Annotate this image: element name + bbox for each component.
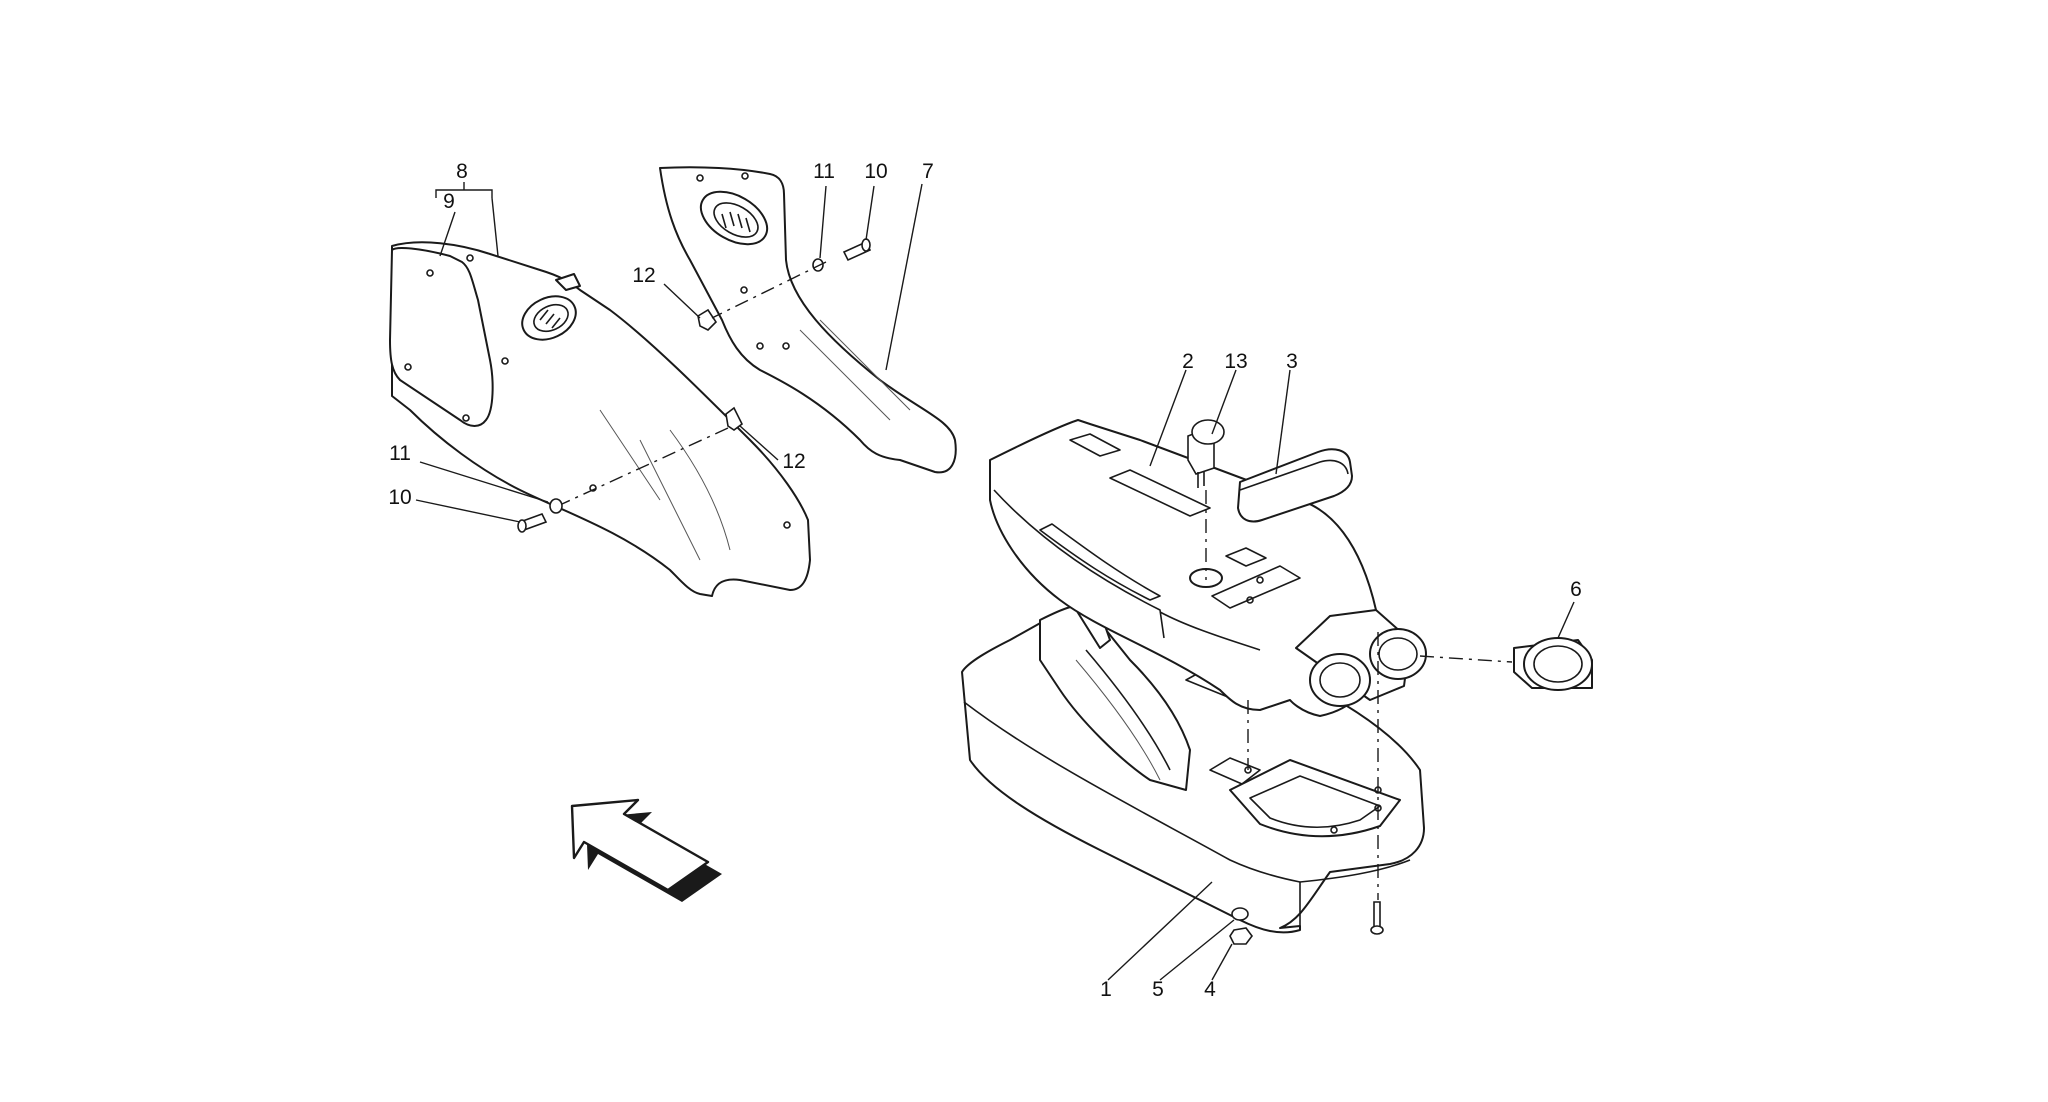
callout-9: 9 — [443, 190, 455, 213]
clip-12-upper — [697, 308, 718, 331]
callout-4: 4 — [1204, 978, 1216, 1001]
callout-12-lower: 12 — [782, 450, 805, 473]
screw-10-lower — [517, 513, 548, 533]
lighter-13 — [1187, 419, 1225, 488]
callout-6: 6 — [1570, 578, 1582, 601]
screw-10-upper — [842, 238, 872, 262]
callout-7: 7 — [922, 160, 934, 183]
direction-arrow — [570, 798, 722, 902]
callout-2: 2 — [1182, 350, 1194, 373]
callout-3: 3 — [1286, 350, 1298, 373]
callout-10-upper: 10 — [864, 160, 887, 183]
clip-12-lower — [725, 406, 744, 431]
washer-11-upper — [812, 258, 824, 272]
washer-11-lower — [549, 498, 563, 514]
lid-3 — [1237, 448, 1353, 523]
callout-10-lower: 10 — [388, 486, 411, 509]
washer-5 — [1231, 907, 1249, 921]
right-side-panel — [659, 166, 957, 474]
callout-5: 5 — [1152, 978, 1164, 1001]
callout-11-lower: 11 — [389, 442, 411, 465]
left-panel-vent — [521, 273, 581, 341]
right-panel-vent — [699, 190, 769, 246]
callout-11-upper: 11 — [813, 160, 835, 183]
callout-8: 8 — [456, 160, 468, 183]
nut-4 — [1229, 927, 1253, 945]
cup-insert-6 — [1513, 637, 1593, 691]
callout-12-upper: 12 — [632, 264, 655, 287]
callout-13: 13 — [1224, 350, 1247, 373]
left-side-panel — [389, 241, 811, 597]
screw-lower-right — [1370, 901, 1384, 935]
callout-1: 1 — [1100, 978, 1112, 1001]
